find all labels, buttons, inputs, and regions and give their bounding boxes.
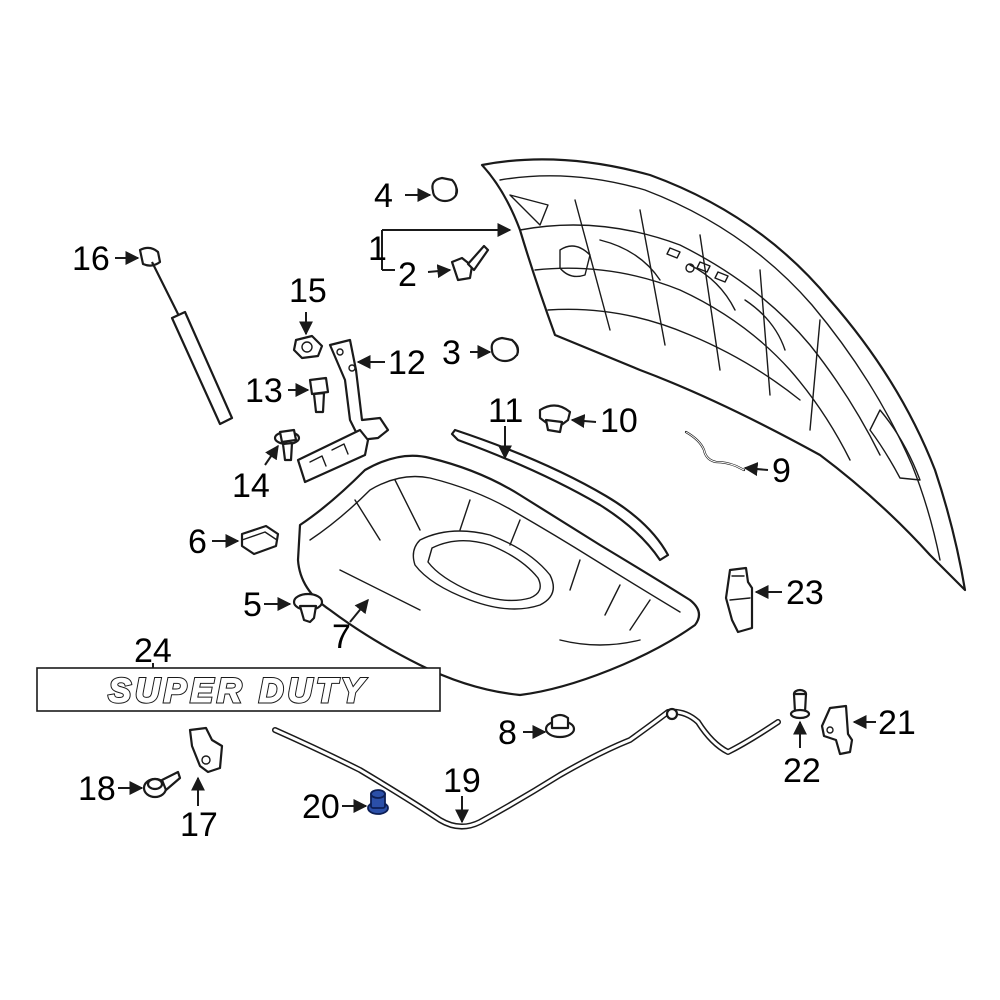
callout-19: 19 xyxy=(443,762,481,800)
release-cable-part-19[interactable] xyxy=(272,707,781,830)
callout-6: 6 xyxy=(188,523,207,561)
bolt-part-22[interactable] xyxy=(789,688,811,720)
bumper-part-4[interactable] xyxy=(431,176,459,203)
bolt-part-13[interactable] xyxy=(308,376,330,414)
emblem-text-inner: SUPER DUTY xyxy=(108,672,367,710)
hinge-part-12[interactable] xyxy=(328,338,390,442)
latch-part-23[interactable] xyxy=(724,566,754,634)
callout-15: 15 xyxy=(289,272,327,310)
callout-4: 4 xyxy=(374,177,393,215)
hood-panel[interactable] xyxy=(480,158,967,592)
bumper-part-3[interactable] xyxy=(490,336,520,363)
callout-7: 7 xyxy=(332,618,351,656)
weatherstrip-part-11[interactable] xyxy=(450,428,670,562)
bolt-part-14[interactable] xyxy=(273,428,301,462)
clip-part-5[interactable] xyxy=(292,592,324,624)
callout-24: 24 xyxy=(134,632,172,670)
callout-3: 3 xyxy=(442,334,461,372)
callout-13: 13 xyxy=(245,372,283,410)
hinge-lower-bracket xyxy=(296,428,370,484)
callout-8: 8 xyxy=(498,714,517,752)
retainer-part-2[interactable] xyxy=(450,244,490,282)
bumper-part-8[interactable] xyxy=(544,713,576,739)
callout-11: 11 xyxy=(488,392,523,430)
callout-20: 20 xyxy=(302,788,340,826)
clip-part-20-highlighted[interactable] xyxy=(367,789,389,815)
callout-18: 18 xyxy=(78,770,116,808)
bracket-part-21[interactable] xyxy=(820,704,854,756)
emblem-text: SUPER DUTY xyxy=(108,672,367,710)
callout-5: 5 xyxy=(243,586,262,624)
nut-part-15[interactable] xyxy=(292,334,324,360)
callout-1: 1 xyxy=(368,230,387,268)
retainer-part-6[interactable] xyxy=(240,524,280,556)
prop-rod-part-9[interactable] xyxy=(684,430,746,472)
callout-16: 16 xyxy=(72,240,110,278)
insulator-part-7[interactable] xyxy=(296,454,701,697)
bracket-part-17[interactable] xyxy=(188,726,224,774)
callout-22: 22 xyxy=(783,752,821,790)
callout-23: 23 xyxy=(786,574,824,612)
callout-9: 9 xyxy=(772,452,791,490)
callout-14: 14 xyxy=(232,467,270,505)
bolt-part-18[interactable] xyxy=(142,770,182,799)
callout-17: 17 xyxy=(180,806,218,844)
lift-support-part-16[interactable] xyxy=(138,246,234,426)
callout-labels: 1 2 3 4 5 6 7 8 9 10 11 12 13 14 15 16 1… xyxy=(72,177,916,844)
emblem-part-24[interactable]: SUPER DUTY SUPER DUTY xyxy=(36,667,441,712)
callout-21: 21 xyxy=(878,704,916,742)
leader-lines xyxy=(115,188,876,824)
bumper-part-10[interactable] xyxy=(538,404,572,434)
callout-12: 12 xyxy=(388,344,426,382)
callout-10: 10 xyxy=(600,402,638,440)
callout-2: 2 xyxy=(398,256,417,294)
